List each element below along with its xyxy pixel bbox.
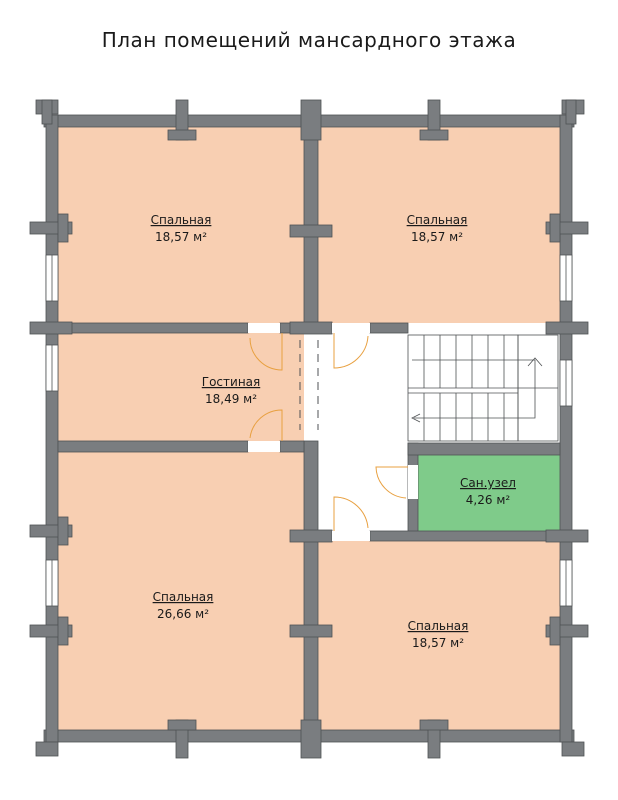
svg-text:4,26 м²: 4,26 м² — [466, 493, 511, 507]
svg-text:Спальная: Спальная — [407, 213, 468, 227]
label-bedroom-bottom-right: Спальная 18,57 м² — [408, 619, 469, 650]
room-bedroom-bottom-left[interactable] — [58, 452, 304, 730]
svg-text:18,57 м²: 18,57 м² — [411, 230, 463, 244]
room-bedroom-bottom-right[interactable] — [318, 541, 560, 730]
room-living[interactable] — [58, 333, 304, 441]
label-bedroom-bottom-left: Спальная 26,66 м² — [153, 590, 214, 621]
svg-text:Спальная: Спальная — [151, 213, 212, 227]
room-bedroom-top-left[interactable] — [58, 127, 304, 323]
svg-text:26,66 м²: 26,66 м² — [157, 607, 209, 621]
svg-text:18,49 м²: 18,49 м² — [205, 392, 257, 406]
room-bathroom[interactable] — [418, 455, 560, 531]
svg-text:Спальная: Спальная — [408, 619, 469, 633]
doors[interactable] — [248, 323, 418, 541]
svg-text:18,57 м²: 18,57 м² — [155, 230, 207, 244]
hall-dashes — [299, 340, 319, 430]
plan-title: План помещений мансардного этажа — [101, 28, 517, 52]
room-bedroom-top-right[interactable] — [318, 127, 560, 323]
svg-text:18,57 м²: 18,57 м² — [412, 636, 464, 650]
label-bedroom-top-left: Спальная 18,57 м² — [151, 213, 212, 244]
label-living-room: Гостиная 18,49 м² — [202, 375, 260, 406]
label-bathroom: Сан.узел 4,26 м² — [460, 476, 516, 507]
label-bedroom-top-right: Спальная 18,57 м² — [407, 213, 468, 244]
svg-text:Сан.узел: Сан.узел — [460, 476, 516, 490]
svg-text:Гостиная: Гостиная — [202, 375, 260, 389]
windows — [45, 254, 573, 607]
room-hall[interactable] — [304, 333, 408, 533]
stairs[interactable] — [407, 334, 559, 442]
svg-text:Спальная: Спальная — [153, 590, 214, 604]
